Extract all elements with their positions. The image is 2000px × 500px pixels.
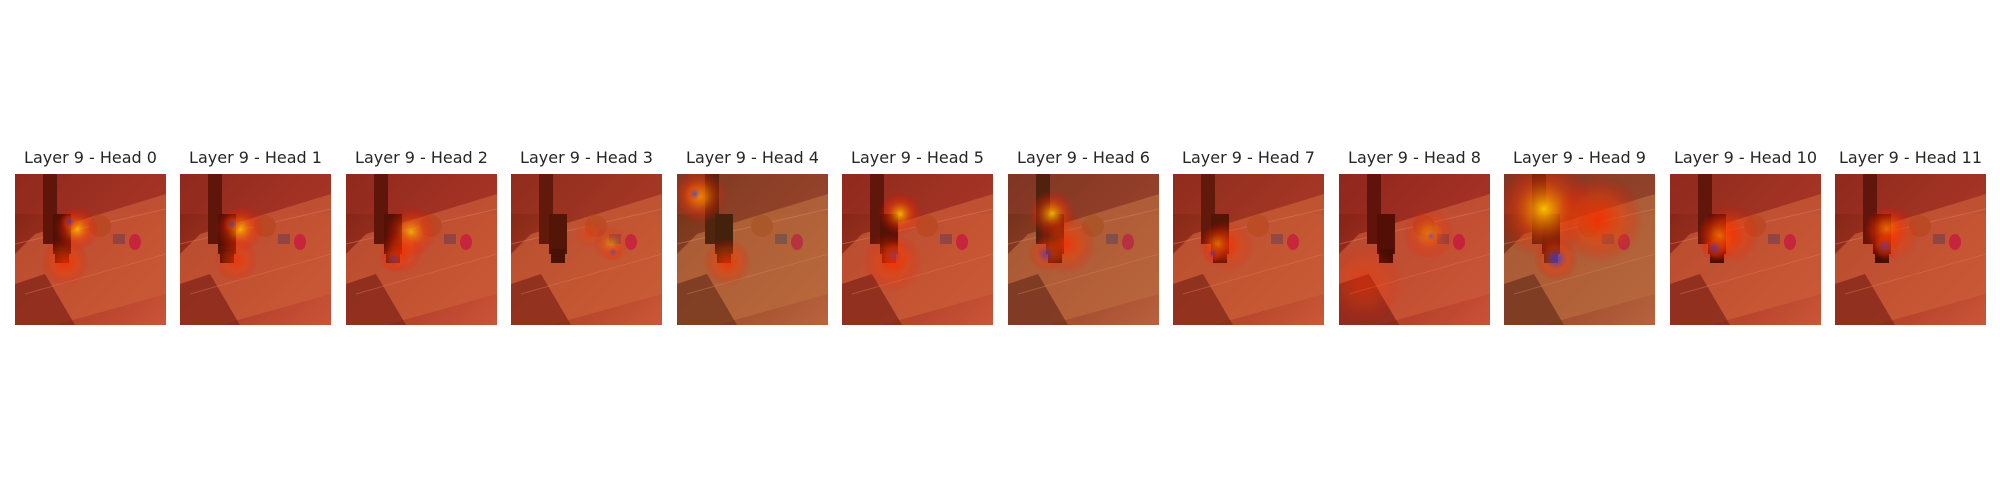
panel-title: Layer 9 - Head 9	[1513, 148, 1646, 167]
attention-heatmap-image	[346, 174, 497, 325]
attention-heatmap-image	[180, 174, 331, 325]
attention-hotspot	[214, 238, 258, 282]
attention-hotspot	[222, 214, 242, 234]
panel-title: Layer 9 - Head 5	[851, 148, 984, 167]
panel-title: Layer 9 - Head 4	[686, 148, 819, 167]
panel-title: Layer 9 - Head 0	[24, 148, 157, 167]
panel-title: Layer 9 - Head 3	[520, 148, 653, 167]
panel-title: Layer 9 - Head 7	[1182, 148, 1315, 167]
attention-hotspot	[1202, 220, 1254, 272]
attention-hotspot	[1422, 227, 1440, 245]
attention-heatmap-image	[15, 174, 166, 325]
attention-heatmap-image	[677, 174, 828, 325]
attention-heatmap-image	[1339, 174, 1490, 325]
attention-hotspot	[683, 182, 707, 206]
attention-heatmap-image	[1835, 174, 1986, 325]
attention-heatmap-image	[842, 174, 993, 325]
panel-title: Layer 9 - Head 8	[1348, 148, 1481, 167]
attention-hotspot	[1555, 175, 1643, 263]
attention-hotspot	[41, 238, 89, 286]
attention-hotspot	[60, 212, 80, 232]
attention-hotspot	[575, 220, 603, 248]
panel-title: Layer 9 - Head 10	[1673, 148, 1818, 167]
panel-title: Layer 9 - Head 2	[355, 148, 488, 167]
panel-title: Layer 9 - Head 11	[1838, 148, 1983, 167]
attention-hotspot	[1339, 244, 1404, 324]
attention-hotspot	[1863, 206, 1919, 262]
attention-hotspot	[878, 192, 922, 236]
attention-heatmap-image	[1008, 174, 1159, 325]
attention-hotspot	[1700, 204, 1760, 264]
attention-hotspot	[1036, 214, 1096, 274]
attention-hotspot	[862, 232, 922, 292]
panel-title: Layer 9 - Head 6	[1017, 148, 1150, 167]
attention-heatmap-image	[1504, 174, 1655, 325]
panel-title: Layer 9 - Head 1	[189, 148, 322, 167]
attention-heatmap-image	[1173, 174, 1324, 325]
attention-heatmap-image	[1670, 174, 1821, 325]
attention-hotspot	[604, 243, 622, 261]
attention-hotspot	[379, 230, 423, 274]
attention-hotspot	[703, 238, 751, 286]
attention-heatmap-image	[511, 174, 662, 325]
